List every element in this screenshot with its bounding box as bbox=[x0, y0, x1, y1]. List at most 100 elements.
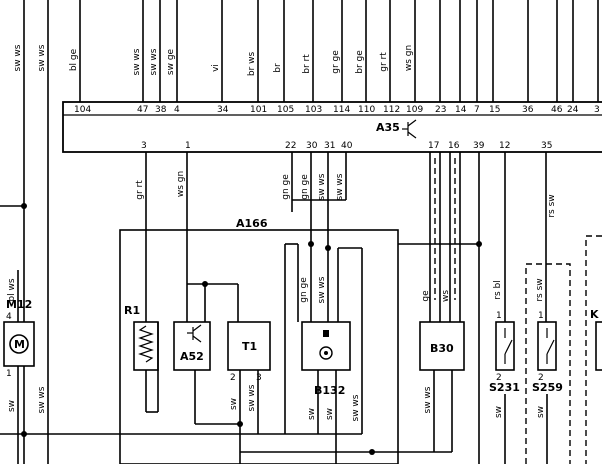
t1-pin: 3 bbox=[256, 373, 262, 383]
partial-component-right: K bbox=[585, 235, 602, 464]
a35-bottom-pin: 40 bbox=[341, 141, 353, 151]
wire-label-pin1: ws gn bbox=[176, 171, 186, 197]
wire-label-104: bl ge bbox=[69, 48, 79, 71]
b30-sensor: B30 ge ws sw ws bbox=[240, 290, 465, 455]
transistor-icon bbox=[187, 324, 202, 343]
motor-icon: M bbox=[14, 338, 25, 351]
wire-label-pin35: rs sw bbox=[547, 194, 557, 217]
a35-top-pin: 105 bbox=[277, 105, 294, 115]
wire-label-s231: rs bl bbox=[493, 280, 503, 299]
a35-bottom-pin: 16 bbox=[448, 141, 460, 151]
a35-top-pin: 34 bbox=[217, 105, 229, 115]
wire-label-b132-swws: sw ws bbox=[351, 394, 361, 421]
s231-switch: 1 2 S231 rs bl sw bbox=[489, 280, 520, 464]
t1-pin: 2 bbox=[230, 373, 236, 383]
b132-sensor: B132 gn ge sw ws sw sw ws sw bbox=[284, 241, 363, 464]
a166-label: A166 bbox=[236, 217, 268, 230]
s231-pin: 2 bbox=[496, 373, 502, 383]
a35-top-pin: 38 bbox=[155, 105, 167, 115]
a35-top-pin: 3 bbox=[594, 105, 600, 115]
wire-label-t1-swws: sw ws bbox=[247, 384, 257, 411]
t1-module: T1 2 3 sw sw ws bbox=[227, 321, 271, 464]
wire-label-b30-right: ws bbox=[441, 290, 451, 302]
r1-label: R1 bbox=[124, 304, 140, 317]
a35-top-pin: 47 bbox=[137, 105, 148, 115]
wire-label-114: gr ge bbox=[331, 50, 341, 74]
a35-top-pin: 36 bbox=[522, 105, 534, 115]
a35-top-pin: 15 bbox=[489, 105, 500, 115]
s231-pin: 1 bbox=[496, 311, 502, 321]
wire-label-b30-left: ge bbox=[421, 290, 431, 302]
a35-bottom-pin: 39 bbox=[473, 141, 485, 151]
a35-control-unit: A35 104 47 38 4 34 101 105 103 114 110 1… bbox=[62, 101, 602, 153]
wire-label-s259-sw: sw bbox=[536, 406, 546, 418]
a35-bottom-pin: 35 bbox=[541, 141, 552, 151]
lower-wire-labels: gr rt ws gn gn ge gn ge sw ws sw ws rs s… bbox=[135, 171, 557, 218]
wire-label-4: sw ge bbox=[166, 48, 176, 75]
wire-label-m12: bl ws bbox=[7, 278, 17, 301]
top-wire-labels: sw ws sw ws bl ge sw ws sw ws sw ge vi b… bbox=[13, 44, 414, 76]
a35-top-pin: 46 bbox=[551, 105, 563, 115]
wire-label-s231-sw: sw bbox=[494, 406, 504, 418]
wire-label-105: br bbox=[273, 63, 283, 73]
s259-pin: 2 bbox=[538, 373, 544, 383]
wire-label-b132-right: sw ws bbox=[317, 276, 327, 303]
wire-label-b132-sw2: sw bbox=[325, 408, 335, 420]
m12-motor: M M12 4 1 bl ws sw sw ws bbox=[0, 203, 47, 464]
a35-top-pin: 101 bbox=[250, 105, 267, 115]
transistor-icon bbox=[402, 119, 417, 139]
a166-module: A166 bbox=[119, 217, 399, 464]
wire-label-pin22: gn ge bbox=[281, 174, 291, 200]
a52-module: A52 bbox=[173, 281, 240, 425]
a35-bottom-pin: 12 bbox=[499, 141, 510, 151]
a35-label: A35 bbox=[376, 121, 400, 134]
s231-label: S231 bbox=[489, 381, 520, 394]
wire-label-34: vi bbox=[211, 64, 221, 72]
wire-label-47: sw ws bbox=[132, 48, 142, 75]
wire-label-left-swws: sw ws bbox=[37, 386, 47, 413]
s259-pin: 1 bbox=[538, 311, 544, 321]
wire-label-s259: rs sw bbox=[535, 278, 545, 301]
s259-switch: 1 2 S259 rs sw sw bbox=[525, 250, 571, 464]
a35-bottom-pin: 17 bbox=[428, 141, 439, 151]
bottom-wires bbox=[145, 152, 547, 464]
wire-label-b132-sw: sw bbox=[307, 408, 317, 420]
a35-top-pin: 109 bbox=[406, 105, 423, 115]
a52-label: A52 bbox=[180, 350, 204, 363]
a35-top-pin: 110 bbox=[358, 105, 375, 115]
wire-label-38: sw ws bbox=[149, 48, 159, 75]
wire-label-left-b: sw ws bbox=[37, 44, 47, 71]
wire-label-pin3: gr rt bbox=[135, 180, 145, 200]
m12-label: M12 bbox=[6, 298, 32, 311]
a35-bottom-pin: 31 bbox=[324, 141, 335, 151]
wire-label-t1-sw: sw bbox=[229, 398, 239, 410]
t1-label: T1 bbox=[242, 340, 257, 353]
wire-label-pin40: sw ws bbox=[335, 173, 345, 200]
wire-label-109: ws gn bbox=[404, 45, 414, 71]
a35-top-pin: 24 bbox=[567, 105, 579, 115]
top-wires bbox=[23, 0, 599, 464]
a35-bottom-pin: 1 bbox=[185, 141, 191, 151]
a35-bottom-pin: 30 bbox=[306, 141, 318, 151]
wire-label-101: br ws bbox=[247, 52, 257, 77]
wire-label-pin31: sw ws bbox=[317, 173, 327, 200]
wire-label-pin30: gn ge bbox=[300, 174, 310, 200]
s259-label: S259 bbox=[532, 381, 563, 394]
a35-top-pin: 23 bbox=[435, 105, 446, 115]
a35-top-pin: 114 bbox=[333, 105, 350, 115]
r1-resistor: R1 bbox=[124, 304, 159, 413]
a35-top-pin: 112 bbox=[383, 105, 400, 115]
a35-top-pin: 104 bbox=[74, 105, 91, 115]
b30-label: B30 bbox=[430, 342, 454, 355]
a35-bottom-pin: 3 bbox=[141, 141, 147, 151]
wire-label-112: gr rt bbox=[379, 52, 389, 72]
m12-pin: 1 bbox=[6, 369, 12, 379]
m12-pin: 4 bbox=[6, 312, 12, 322]
wire-label-b132-left: gn ge bbox=[299, 277, 309, 303]
b132-label: B132 bbox=[314, 384, 345, 397]
a35-top-pin: 7 bbox=[474, 105, 480, 115]
a35-bottom-pin: 22 bbox=[285, 141, 296, 151]
a35-top-pin: 103 bbox=[305, 105, 322, 115]
k-partial-label: K bbox=[590, 308, 599, 321]
